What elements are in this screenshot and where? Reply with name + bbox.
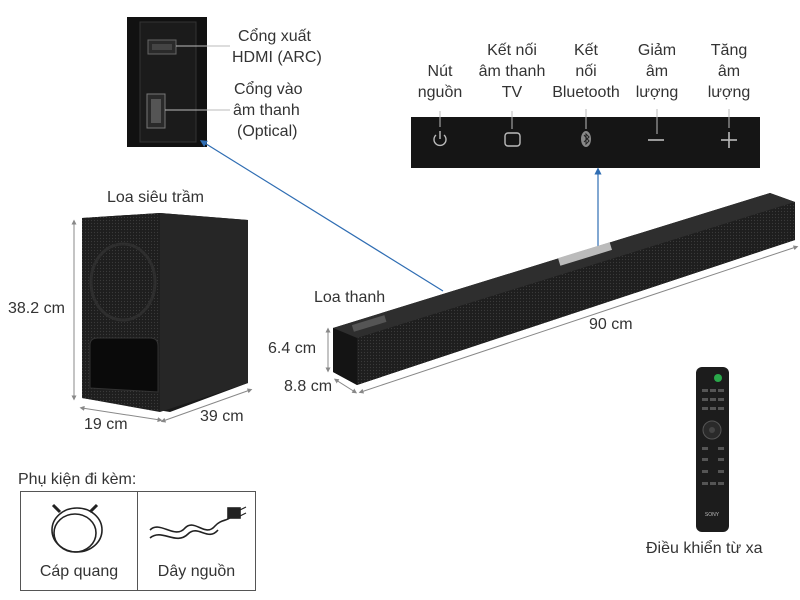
accessory-power-cord-label: Dây nguồn — [157, 563, 236, 580]
optical-port-label-line2: âm thanh — [233, 102, 300, 119]
optical-port-label-line1: Cổng vào — [234, 81, 303, 98]
accessories-box — [20, 491, 256, 591]
subwoofer-width-label: 19 cm — [84, 416, 128, 433]
hdmi-port-label-line2: HDMI (ARC) — [232, 49, 322, 66]
volume-up-button-label-line: lượng — [707, 84, 751, 101]
tv-input-button-label-line: âm thanh — [478, 63, 546, 80]
power-cord-icon — [149, 506, 247, 540]
optical-cable-icon — [51, 503, 103, 553]
soundbar-depth-label: 8.8 cm — [284, 378, 333, 395]
soundbar-length-label: 90 cm — [589, 316, 633, 333]
bluetooth-icon — [581, 131, 591, 147]
tv-input-button-label: Kết nối âm thanh TV — [470, 40, 554, 103]
subwoofer-dimension-lines — [71, 219, 253, 423]
remote-brand: SONY — [705, 512, 720, 518]
plus-icon — [721, 132, 737, 148]
soundbar-label: Loa thanh — [314, 289, 386, 306]
accessories-divider — [137, 491, 138, 591]
subwoofer-depth-label: 39 cm — [200, 408, 244, 425]
hdmi-port-label-line1: Cổng xuất — [238, 28, 311, 45]
power-button-label-line: nguồn — [417, 84, 463, 101]
soundbar — [333, 193, 795, 385]
optical-port-icon — [146, 93, 166, 129]
soundbar-height-label: 6.4 cm — [268, 340, 317, 357]
power-icon — [433, 131, 447, 147]
volume-down-button-label-line: Giảm — [637, 42, 677, 59]
tv-input-icon — [504, 132, 521, 147]
hdmi-port-icon — [147, 39, 177, 55]
volume-down-button-label-line: lượng — [635, 84, 679, 101]
volume-up-button-label-line: âm — [717, 63, 741, 80]
accessories-title: Phụ kiện đi kèm: — [18, 471, 137, 488]
volume-up-button-label: Tăng âm lượng — [699, 40, 759, 103]
remote-control: SONY — [696, 367, 729, 532]
bluetooth-button-label-line: nối — [575, 63, 597, 80]
subwoofer — [82, 213, 248, 412]
volume-up-button-label-line: Tăng — [710, 42, 748, 59]
volume-down-button-label-line: âm — [645, 63, 669, 80]
bluetooth-button-label-line: Kết — [573, 42, 598, 59]
bluetooth-button-label: Kết nối Bluetooth — [546, 40, 626, 103]
volume-down-button-label: Giảm âm lượng — [627, 40, 687, 103]
tv-input-button-label-line: Kết nối — [487, 42, 537, 59]
ports-panel — [127, 17, 230, 147]
soundbar-dimension-lines — [325, 245, 799, 394]
subwoofer-label: Loa siêu trầm — [107, 189, 204, 206]
power-button-label-line: Nút — [427, 63, 453, 80]
remote-label: Điều khiển từ xa — [646, 540, 763, 557]
power-button-label: Nút nguồn — [410, 61, 470, 103]
tv-input-button-label-line: TV — [501, 84, 523, 101]
subwoofer-height-label: 38.2 cm — [8, 300, 65, 317]
bluetooth-button-label-line: Bluetooth — [552, 84, 620, 101]
button-panel — [411, 109, 760, 168]
optical-port-label-line3: (Optical) — [237, 123, 298, 140]
accessory-optical-cable-label: Cáp quang — [39, 563, 119, 580]
